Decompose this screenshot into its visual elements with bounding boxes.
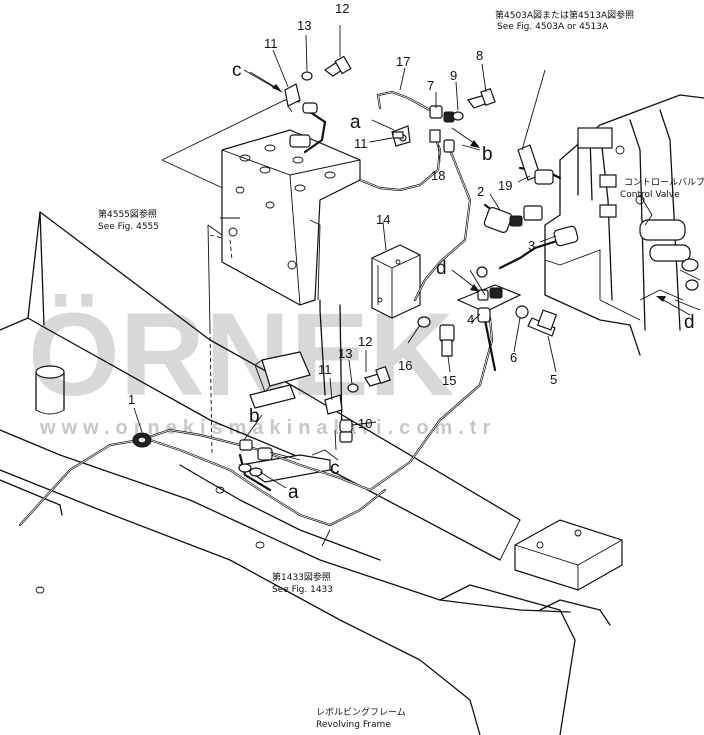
callout-4: 4 — [467, 312, 474, 327]
letter-c-lower: c — [330, 458, 340, 479]
callout-17: 17 — [396, 54, 410, 69]
lower-bracket — [238, 351, 339, 483]
components — [132, 55, 579, 477]
callout-11-lower: 11 — [318, 362, 332, 377]
note-fig4555-jp: 第4555図参照 — [98, 208, 157, 220]
callout-16: 16 — [398, 358, 412, 373]
callout-13-top: 13 — [297, 18, 311, 33]
callout-12-top: 12 — [335, 1, 349, 16]
control-valve — [544, 94, 704, 356]
wiring — [18, 90, 562, 527]
letter-a-top: a — [350, 112, 361, 133]
letter-c-top: c — [232, 60, 242, 81]
callout-2: 2 — [477, 184, 484, 199]
part-14-box — [371, 244, 421, 319]
callout-11-middle: 11 — [354, 136, 368, 151]
note-control-valve-jp: コントロールバルブ — [624, 176, 704, 188]
letter-d-left: d — [436, 258, 447, 279]
revolving-frame — [0, 211, 623, 735]
note-fig4555-en: See Fig. 4555 — [98, 222, 159, 232]
callout-15: 15 — [442, 373, 456, 388]
callout-numbers: 12 13 11 17 7 9 8 11 18 19 2 3 14 4 6 5 … — [128, 1, 557, 431]
letter-d-right: d — [684, 312, 695, 333]
note-fig1433-jp: 第1433図参照 — [272, 571, 331, 583]
callout-10: 10 — [358, 416, 372, 431]
watermark: ÖRNEK www.ornekismakinalari.com.tr — [28, 289, 496, 439]
reference-letters: c a b d d b c a — [232, 60, 695, 503]
callout-8: 8 — [476, 48, 483, 63]
note-revolving-frame-jp: レボルビングフレーム — [316, 706, 406, 718]
note-fig4503-jp: 第4503A図または第4513A図参照 — [495, 9, 634, 21]
note-control-valve-en: Control Valve — [620, 190, 680, 200]
callout-7: 7 — [427, 78, 434, 93]
callout-14: 14 — [376, 212, 390, 227]
callout-6: 6 — [510, 350, 517, 365]
callout-12-lower: 12 — [358, 334, 372, 349]
callout-13-lower: 13 — [338, 346, 352, 361]
callout-1: 1 — [128, 392, 135, 407]
leaders — [133, 25, 691, 547]
callout-5: 5 — [550, 372, 557, 387]
callout-18: 18 — [431, 168, 445, 183]
reference-notes: 第4503A図または第4513A図参照 See Fig. 4503A or 45… — [98, 9, 704, 730]
letter-a-lower: a — [288, 482, 299, 503]
letter-b-top: b — [482, 144, 493, 165]
note-revolving-frame-en: Revolving Frame — [316, 720, 391, 730]
watermark-url: www.ornekismakinalari.com.tr — [39, 417, 496, 439]
note-fig1433-en: See Fig. 1433 — [272, 585, 333, 595]
note-fig4503-en: See Fig. 4503A or 4513A — [497, 22, 609, 32]
callout-19: 19 — [498, 178, 512, 193]
callout-9: 9 — [450, 68, 457, 83]
bracket-plate — [161, 99, 361, 456]
callout-3: 3 — [528, 238, 535, 253]
letter-b-lower: b — [249, 406, 260, 427]
callout-11-top: 11 — [264, 36, 278, 51]
